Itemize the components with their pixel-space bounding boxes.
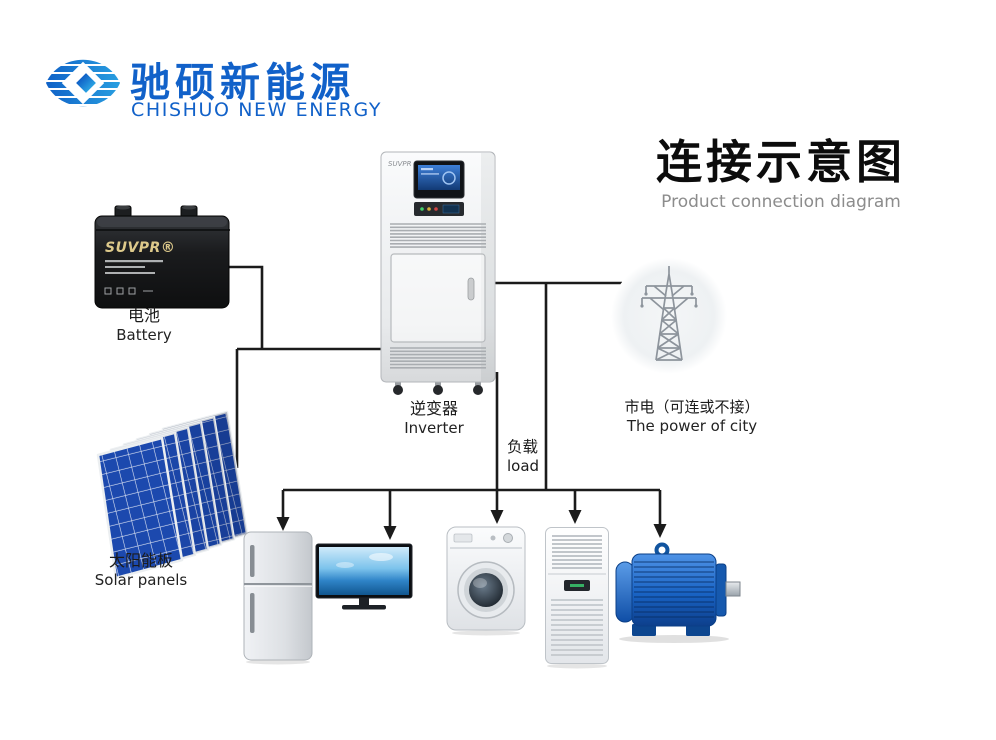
arrow-down-icon — [490, 510, 504, 524]
battery-label-en: Battery — [116, 325, 172, 344]
battery-label-cn: 电池 — [127, 306, 160, 325]
city-power-label-cn: 市电（可连或不接） — [624, 398, 760, 416]
battery-fine-print — [105, 260, 163, 274]
inverter-display-screen — [413, 160, 465, 199]
arrow-down-icon — [383, 526, 397, 540]
electric-motor-graphic — [615, 542, 741, 643]
washing-machine-graphic — [446, 526, 526, 636]
motor-shaft — [725, 581, 741, 597]
tower-circle-background — [611, 258, 727, 374]
solar-label-en: Solar panels — [94, 570, 188, 589]
air-conditioner-graphic — [545, 527, 609, 669]
brand-name-cn: 驰硕新能源 — [130, 60, 355, 106]
refrigerator-graphic — [243, 531, 313, 665]
inverter-graphic: SUVPR — [380, 151, 496, 395]
load-label-en: load — [507, 457, 540, 476]
motor-body — [631, 553, 717, 627]
arrow-down-icon — [568, 510, 582, 524]
inverter-label: 逆变器 Inverter — [380, 399, 488, 437]
battery-symbols — [104, 287, 153, 295]
inverter-bottom-vent — [390, 347, 486, 369]
arrow-down-icon — [653, 524, 667, 538]
company-logo-icon — [46, 59, 120, 107]
brand-name-en: CHISHUO NEW ENERGY — [131, 99, 383, 121]
inverter-door — [390, 253, 486, 343]
battery-brand-text: SUVPR® — [105, 240, 175, 256]
page-title: 连接示意图 — [656, 135, 906, 189]
city-power-label-en: The power of city — [626, 416, 758, 435]
inverter-label-cn: 逆变器 — [409, 399, 458, 418]
inverter-top-vent — [390, 223, 486, 248]
washer-knob — [503, 533, 513, 543]
load-label: 负载 load — [507, 437, 539, 477]
fridge-bottom-handle — [250, 593, 255, 633]
solar-panel-stack — [96, 410, 249, 580]
ac-bottom-grille — [551, 599, 603, 656]
motor-fins — [634, 561, 714, 618]
inverter-brand-text: SUVPR — [388, 160, 412, 168]
transmission-tower-icon — [641, 266, 697, 361]
solar-label-cn: 太阳能板 — [108, 551, 173, 570]
page-subtitle: Product connection diagram — [661, 192, 901, 212]
solar-label: 太阳能板 Solar panels — [66, 551, 216, 589]
city-power-label: 市电（可连或不接） The power of city — [606, 398, 778, 435]
inverter-label-en: Inverter — [404, 418, 464, 437]
monitor-graphic — [315, 543, 413, 610]
ac-top-grille — [552, 535, 602, 569]
motor-foot — [686, 624, 710, 636]
inverter-control-panel — [414, 202, 464, 216]
battery-graphic: SUVPR® — [94, 205, 230, 309]
ac-display — [564, 580, 590, 591]
motor-fan-cowl — [615, 561, 635, 623]
battery-label: 电池 Battery — [84, 306, 204, 344]
battery-to-inverter-line — [220, 265, 264, 349]
motor-foot — [632, 624, 656, 636]
arrow-down-icon — [276, 517, 290, 531]
inverter-door-handle — [467, 277, 475, 301]
motor-end-bell — [715, 563, 727, 617]
solar-panels-graphic — [96, 410, 249, 580]
washer-door — [457, 561, 515, 619]
tower-insulator-dots — [640, 292, 698, 308]
power-tower-graphic — [611, 258, 727, 374]
load-label-cn: 负载 — [507, 438, 539, 456]
fridge-top-handle — [250, 545, 255, 577]
